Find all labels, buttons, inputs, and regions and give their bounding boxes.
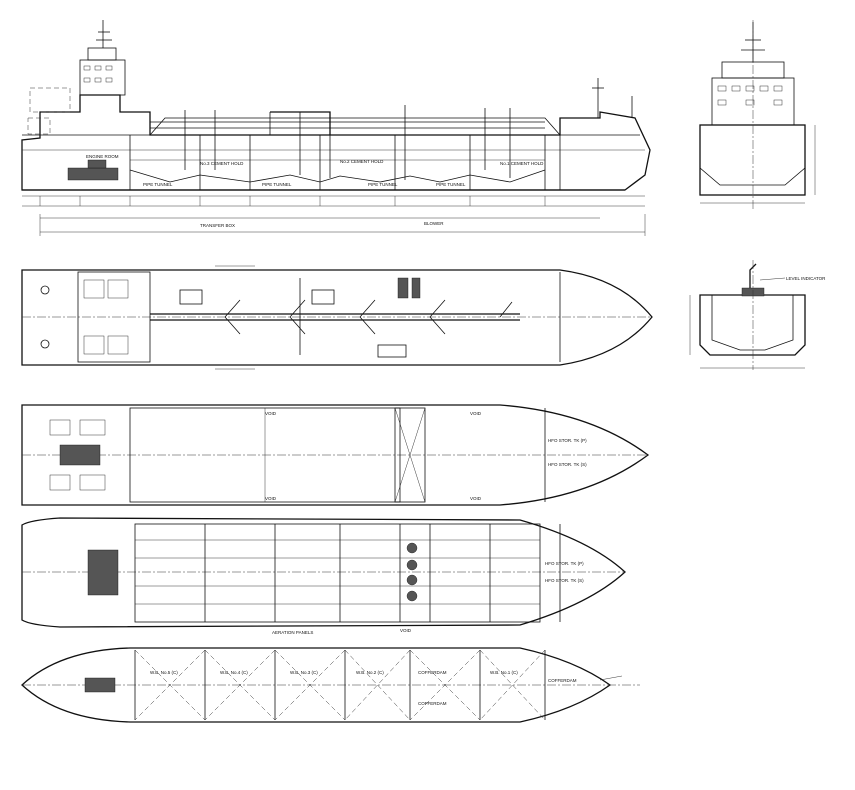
label-void-5: VOID <box>400 628 412 633</box>
label-blower: BLOWER <box>424 221 444 226</box>
label-hfo-p: HFO STOR. TK (P) <box>548 438 587 443</box>
label-aeration-panels: AERATION PANELS <box>272 630 313 635</box>
label-void-1: VOID <box>265 411 277 416</box>
label-hold-3: No.3 CEMENT HOLD <box>200 161 244 166</box>
label-hfo-p-2: HFO STOR. TK (P) <box>545 561 584 566</box>
profile-view: No.3 CEMENT HOLD No.2 CEMENT HOLD No.1 C… <box>21 20 651 236</box>
label-pipe-tunnel-2: PIPE TUNNEL <box>262 182 292 187</box>
label-pipe-tunnel-4: PIPE TUNNEL <box>436 182 466 187</box>
label-hold-2: No.2 CEMENT HOLD <box>340 159 384 164</box>
label-transfer-box: TRANSFER BOX <box>200 223 235 228</box>
midship-section-upper <box>699 20 816 210</box>
label-wb-2: W.B. No.4 (C) <box>220 670 248 675</box>
label-hold-1: No.1 CEMENT HOLD <box>500 161 544 166</box>
label-wb-3: W.B. No.3 (C) <box>290 670 318 675</box>
label-pipe-tunnel-3: PIPE TUNNEL <box>368 182 398 187</box>
midship-section-lower: LEVEL INDICATOR <box>689 260 826 370</box>
label-engine-room: ENGINE ROOM <box>86 154 119 159</box>
label-level-indicator: LEVEL INDICATOR <box>786 276 826 281</box>
label-wb-1: W.B. No.5 (C) <box>150 670 178 675</box>
plan-tank-top: AERATION PANELS VOID HFO STOR. TK (P) HF… <box>21 517 626 635</box>
label-cofferdam-2: COFFERDAM <box>418 701 447 706</box>
label-wb-5: W.B. No.1 (C) <box>490 670 518 675</box>
label-cofferdam-3: COFFERDAM <box>548 678 577 683</box>
plan-double-bottom: W.B. No.5 (C) W.B. No.4 (C) W.B. No.3 (C… <box>21 647 640 723</box>
label-hfo-s: HFO STOR. TK (S) <box>548 462 587 467</box>
label-cofferdam-1: COFFERDAM <box>418 670 447 675</box>
label-pipe-tunnel-1: PIPE TUNNEL <box>143 182 173 187</box>
plan-main-deck <box>21 265 653 370</box>
plan-tween-deck: VOID VOID VOID VOID HFO STOR. TK (P) HFO… <box>21 404 650 506</box>
label-void-4: VOID <box>470 496 482 501</box>
label-void-3: VOID <box>470 411 482 416</box>
label-wb-4: W.B. No.2 (C) <box>356 670 384 675</box>
label-hfo-s-2: HFO STOR. TK (S) <box>545 578 584 583</box>
label-void-2: VOID <box>265 496 277 501</box>
